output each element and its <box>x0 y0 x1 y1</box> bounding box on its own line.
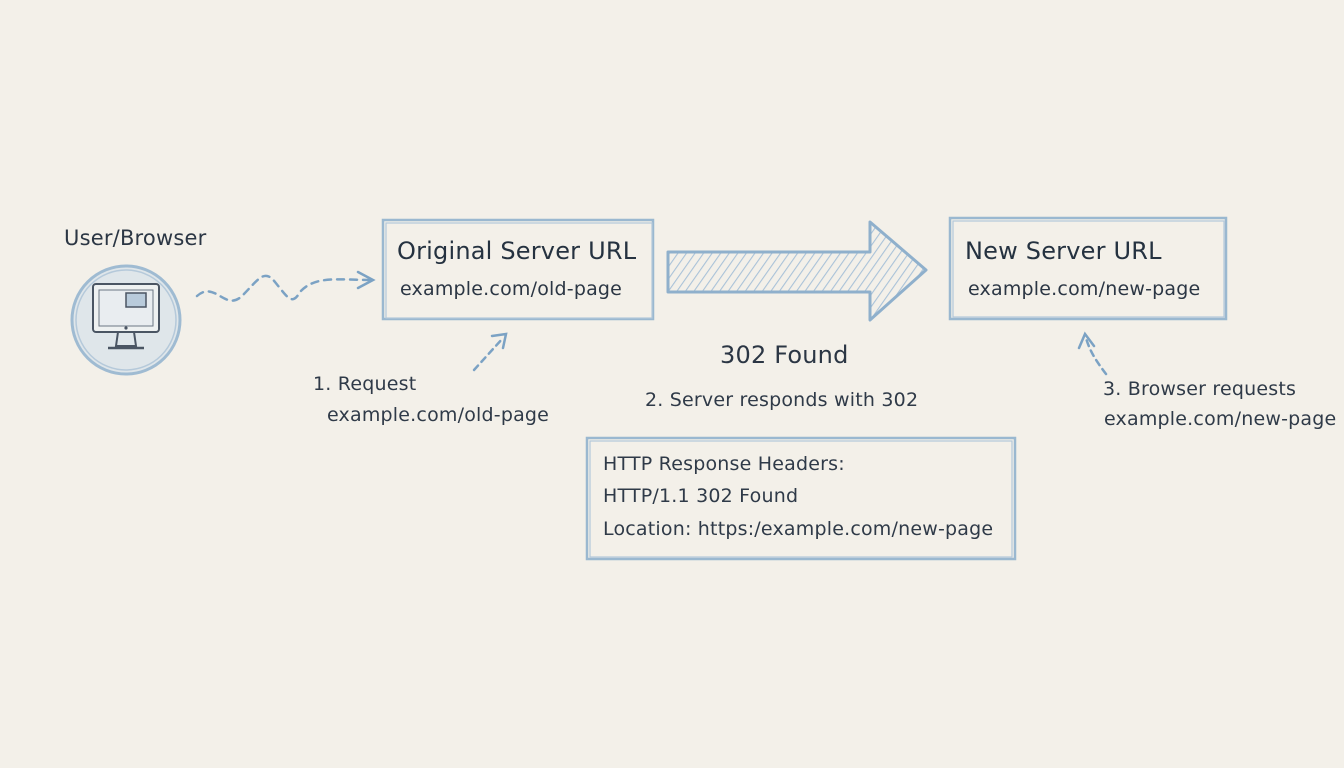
headers-location-line: Location: https:/example.com/new-page <box>603 518 994 540</box>
new-server-title: New Server URL <box>965 237 1162 265</box>
new-server-url: example.com/new-page <box>968 278 1201 300</box>
request-arrow <box>195 270 376 302</box>
monitor-icon <box>70 264 182 376</box>
step3-arrow <box>1077 331 1108 376</box>
step1-url: example.com/old-page <box>327 404 550 426</box>
step3-url: example.com/new-page <box>1104 408 1337 430</box>
step1-arrow <box>472 332 508 372</box>
redirect-arrow <box>666 220 928 322</box>
new-server-box <box>948 216 1228 321</box>
headers-status-line: HTTP/1.1 302 Found <box>603 485 799 507</box>
original-server-url: example.com/old-page <box>400 278 623 300</box>
step2-label: 2. Server responds with 302 <box>645 389 919 411</box>
status-label: 302 Found <box>720 341 849 369</box>
headers-title: HTTP Response Headers: <box>603 453 845 475</box>
headers-box <box>585 436 1017 561</box>
original-server-box <box>381 218 655 321</box>
original-server-title: Original Server URL <box>397 237 637 265</box>
step3-label: 3. Browser requests <box>1103 378 1297 400</box>
step1-label: 1. Request <box>313 373 417 395</box>
user-browser-label: User/Browser <box>64 226 207 250</box>
